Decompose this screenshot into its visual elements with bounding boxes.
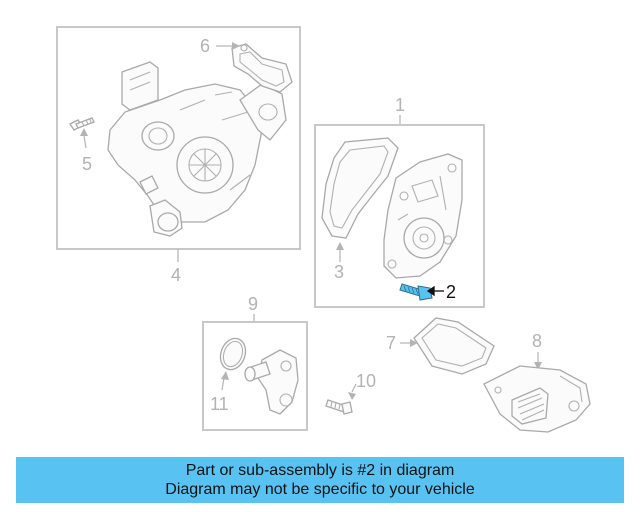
arrowhead-2: [426, 285, 435, 297]
arrowhead-6: [232, 42, 240, 50]
arrowhead-3: [336, 242, 344, 250]
callout-6[interactable]: 6: [200, 36, 210, 56]
leader-line-5: [83, 135, 87, 149]
callout-1[interactable]: 1: [395, 95, 405, 115]
callout-4[interactable]: 4: [171, 265, 181, 285]
info-banner: Part or sub-assembly is #2 in diagram Di…: [16, 457, 624, 503]
arrowhead-10: [348, 392, 356, 400]
callout-7[interactable]: 7: [386, 333, 396, 353]
callout-3[interactable]: 3: [334, 262, 344, 282]
gasket-part-7[interactable]: [413, 317, 495, 375]
thermostat-housing-part[interactable]: [244, 349, 299, 415]
arrowhead-5: [80, 128, 88, 136]
o-ring-part-11[interactable]: [216, 335, 249, 373]
caption-line-part: Part or sub-assembly is #2 in diagram: [185, 462, 455, 479]
cover-part-8[interactable]: [483, 365, 591, 433]
assembly-box-1: [314, 124, 485, 308]
engine-housing-part[interactable]: [107, 61, 287, 237]
callout-11[interactable]: 11: [210, 394, 229, 414]
callout-9[interactable]: 9: [248, 294, 258, 314]
caption-line-disclaimer: Diagram may not be specific to your vehi…: [165, 481, 475, 498]
water-pump-body[interactable]: [383, 153, 463, 279]
arrowhead-7: [410, 339, 418, 347]
assembly-box-9: [202, 321, 308, 431]
callout-2[interactable]: 2: [446, 282, 456, 302]
callout-8[interactable]: 8: [532, 331, 542, 351]
bolt-part-10[interactable]: [325, 399, 353, 415]
pump-gasket-part-3[interactable]: [321, 137, 399, 239]
bolt-part-2-highlighted[interactable]: [399, 283, 433, 301]
arrowhead-11: [221, 371, 229, 380]
arrowhead-8: [534, 362, 542, 370]
callout-10[interactable]: 10: [356, 371, 376, 391]
leader-line-10: [351, 383, 357, 393]
callout-5[interactable]: 5: [82, 154, 92, 174]
leader-line-11: [221, 377, 225, 391]
gasket-part-6[interactable]: [231, 43, 293, 93]
bolt-part-5[interactable]: [69, 117, 95, 131]
